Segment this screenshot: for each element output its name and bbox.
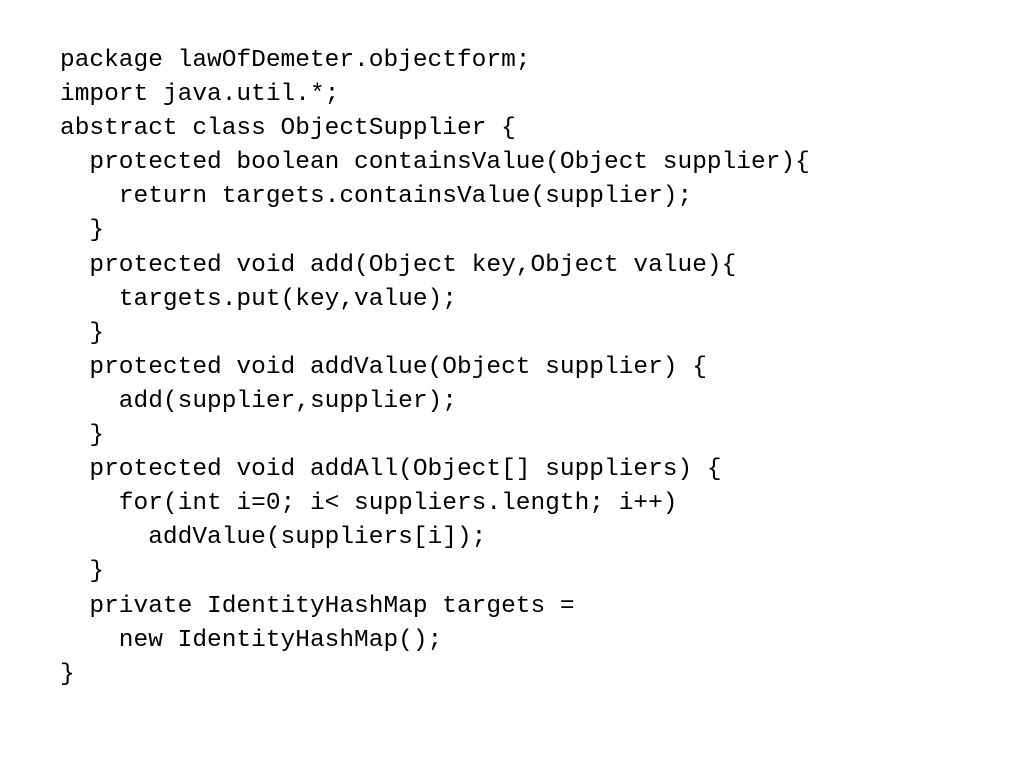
code-line-targets-field: private IdentityHashMap targets = [60, 592, 575, 620]
code-line-add-all-signature: protected void addAll(Object[] suppliers… [60, 456, 722, 484]
code-line-close-brace: } [60, 217, 105, 245]
code-listing: package lawOfDemeter.objectform; import j… [60, 44, 810, 692]
code-line-close-brace: } [60, 558, 105, 586]
code-line-targets-initializer: new IdentityHashMap(); [60, 626, 443, 654]
code-line-for-loop-body: addValue(suppliers[i]); [60, 524, 487, 552]
code-line-add-value-signature: protected void addValue(Object supplier)… [60, 353, 707, 381]
code-line-contains-value-signature: protected boolean containsValue(Object s… [60, 149, 810, 177]
code-line-class-declaration: abstract class ObjectSupplier { [60, 115, 516, 143]
code-line-add-value-body: add(supplier,supplier); [60, 387, 457, 415]
code-line-close-brace: } [60, 319, 105, 347]
code-line-close-brace: } [60, 422, 105, 450]
code-line-add-signature: protected void add(Object key,Object val… [60, 251, 737, 279]
code-line-contains-value-body: return targets.containsValue(supplier); [60, 183, 693, 211]
code-line-import: import java.util.*; [60, 81, 340, 109]
code-line-add-body: targets.put(key,value); [60, 285, 457, 313]
code-line-package: package lawOfDemeter.objectform; [60, 47, 531, 74]
code-line-for-loop: for(int i=0; i< suppliers.length; i++) [60, 490, 678, 518]
code-line-class-close-brace: } [60, 660, 75, 688]
